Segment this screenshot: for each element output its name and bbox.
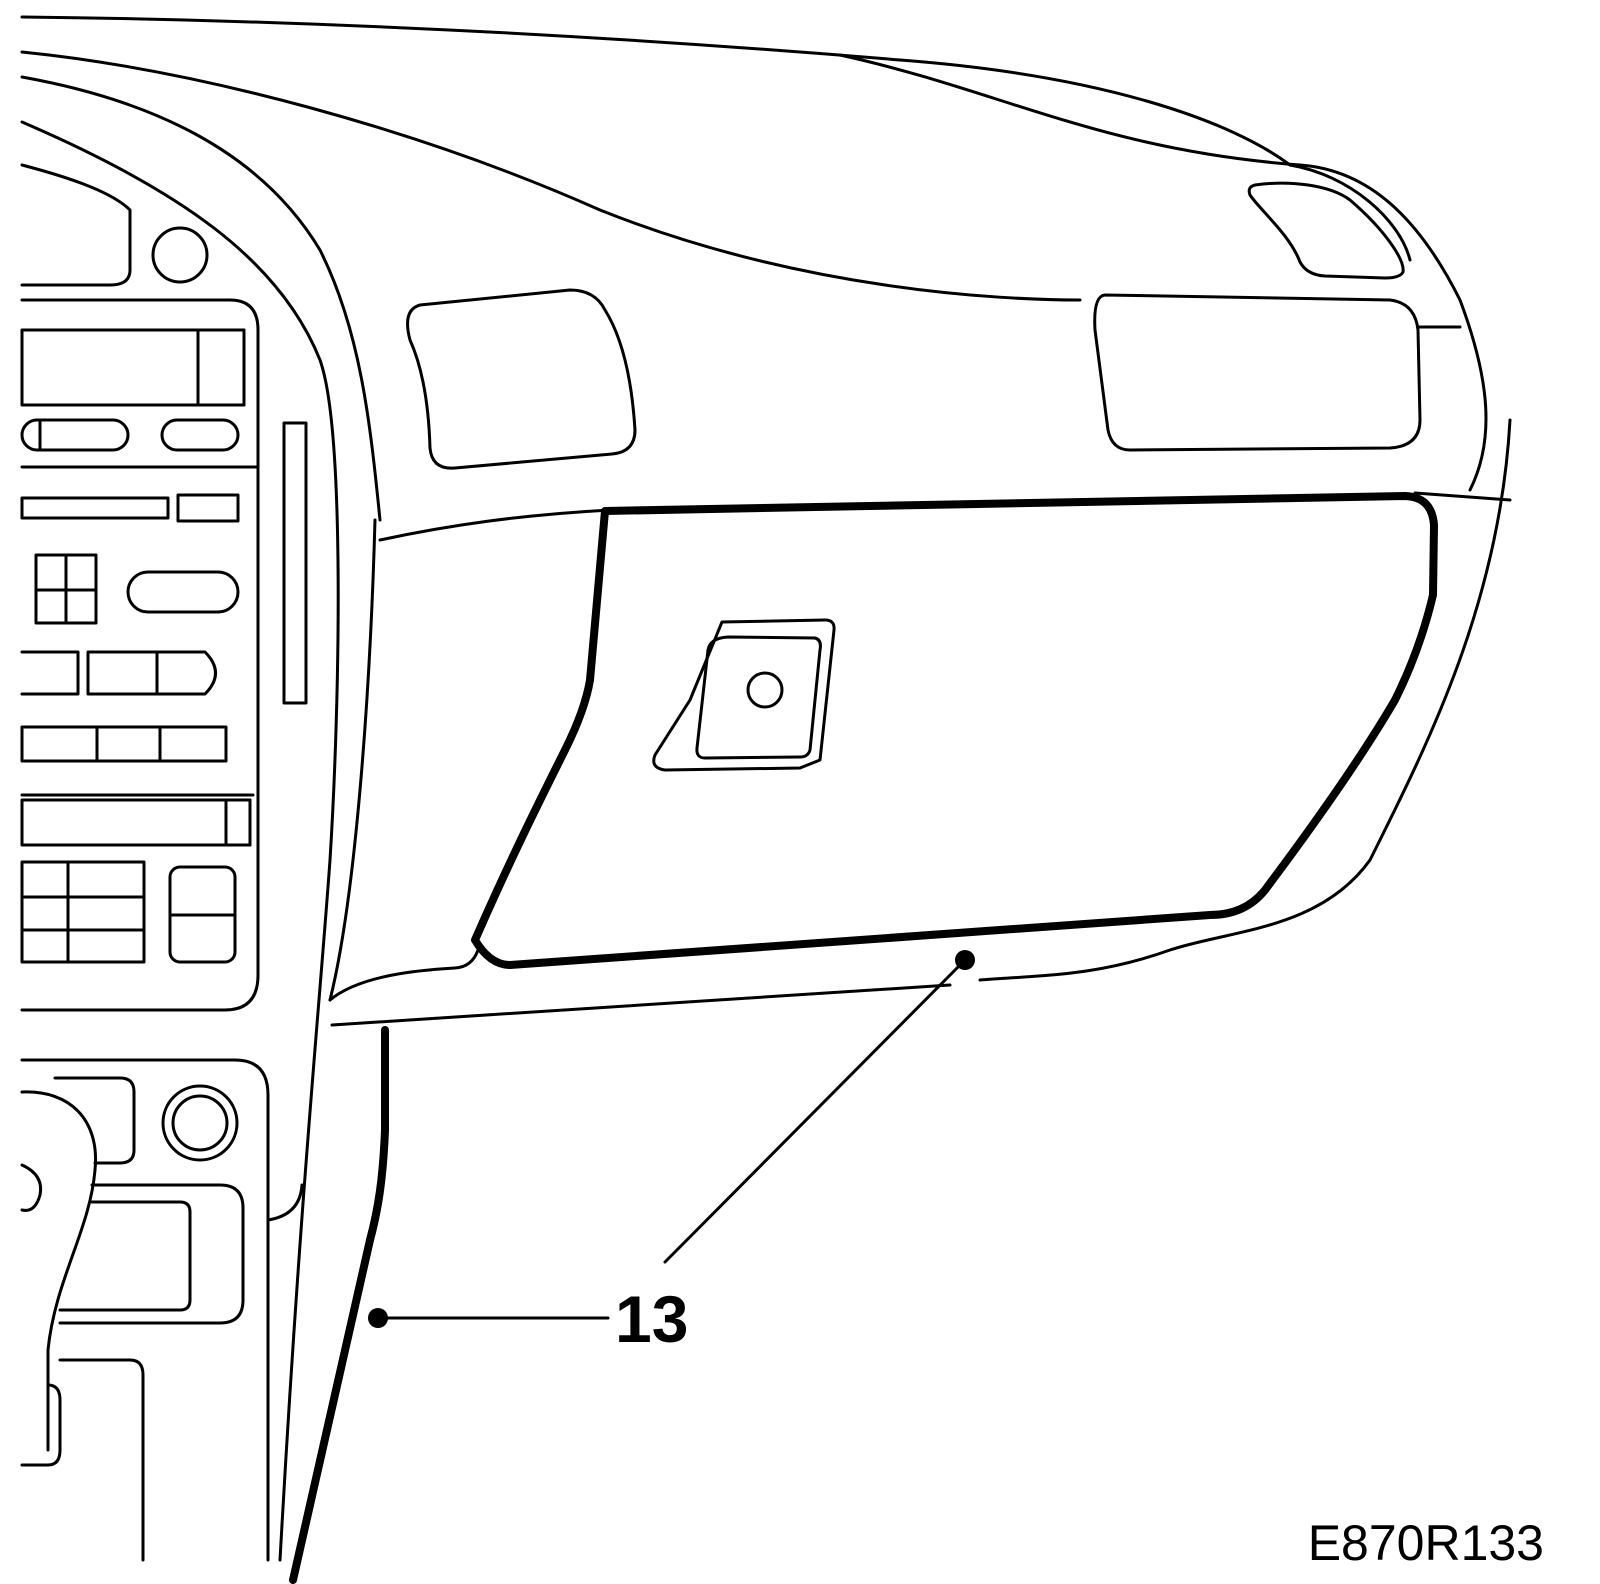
callout-label-13: 13 [615, 1282, 688, 1356]
lower-console [20, 1058, 304, 1562]
glovebox-latch [652, 618, 836, 772]
right-air-vent [1093, 293, 1422, 452]
glovebox-seal-outline [471, 492, 1438, 969]
dashboard-lower-edge [328, 418, 1512, 1027]
side-air-vent [1247, 181, 1405, 280]
leader-dot-upper [955, 950, 975, 970]
leader-dot-lower [368, 1308, 388, 1328]
dashboard-top-contours [20, 15, 1488, 522]
glovebox-lock-keyhole [746, 671, 784, 709]
figure-id: E870R133 [1308, 1515, 1544, 1571]
callout-leaders [368, 950, 975, 1328]
center-console-edge [20, 120, 377, 1562]
knee-panel-seal [289, 1026, 389, 1584]
left-air-vent [406, 288, 637, 470]
center-stack [20, 163, 308, 1012]
